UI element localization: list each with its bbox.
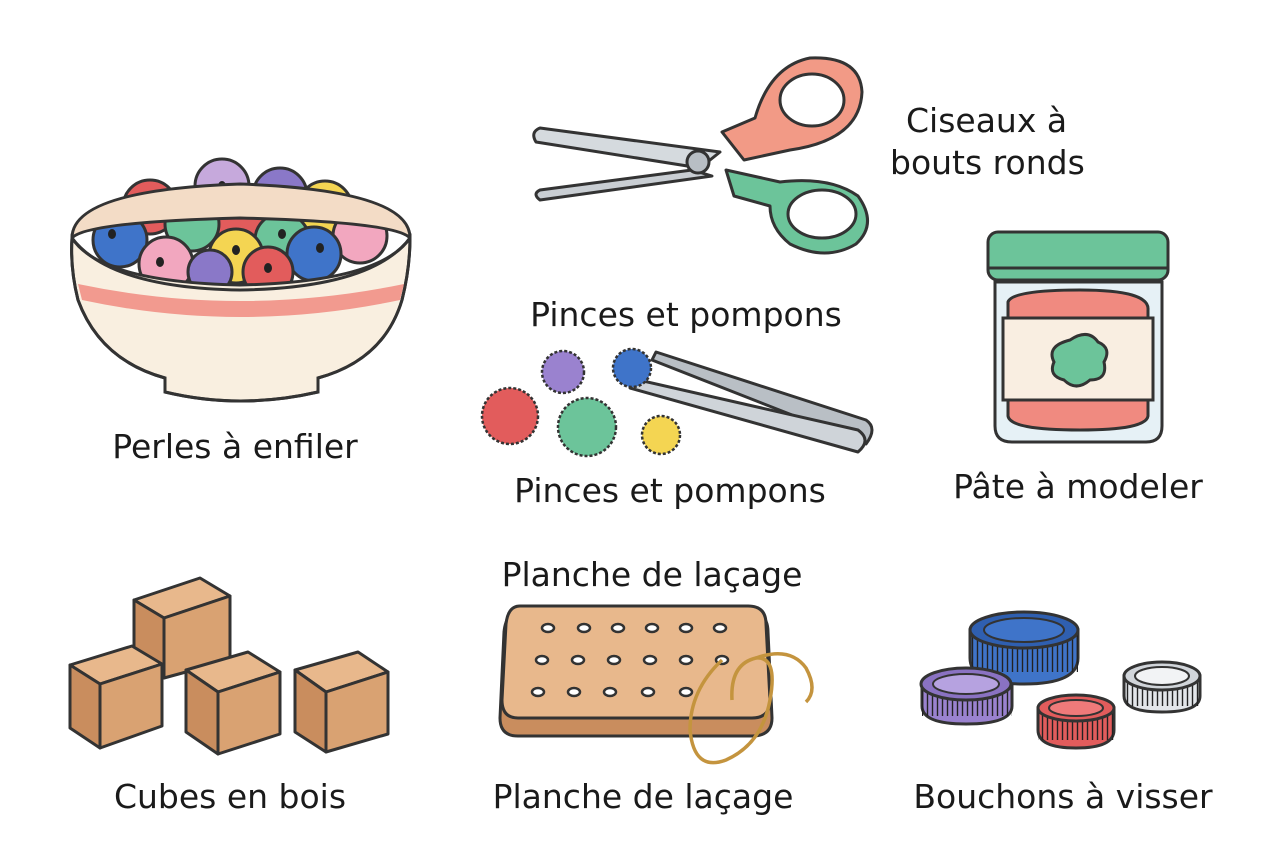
- bowl-of-beads-icon: [70, 157, 412, 403]
- label-beads: Perles à enfiler: [112, 427, 358, 466]
- lacing-board-icon: [498, 604, 814, 765]
- label-tweezers-top: Pinces et pompons: [530, 295, 842, 334]
- pompom-icon: [480, 347, 682, 458]
- scissors-icon: [532, 56, 869, 255]
- bottle-caps-icon: [919, 610, 1202, 750]
- label-lacing-top: Planche de laçage: [501, 555, 803, 594]
- label-cubes: Cubes en bois: [113, 777, 347, 816]
- tweezers-icon: [628, 350, 874, 454]
- wooden-cubes-icon: [68, 576, 390, 756]
- label-dough: Pâte à modeler: [953, 467, 1203, 506]
- label-caps: Bouchons à visser: [913, 777, 1213, 816]
- label-tweezers-bottom: Pinces et pompons: [514, 471, 826, 510]
- label-scissors-line1: Ciseaux à: [906, 101, 1068, 140]
- play-dough-jar-icon: [986, 230, 1170, 444]
- label-lacing-bottom: Planche de laçage: [492, 777, 794, 816]
- label-scissors-line2: bouts ronds: [890, 143, 1085, 182]
